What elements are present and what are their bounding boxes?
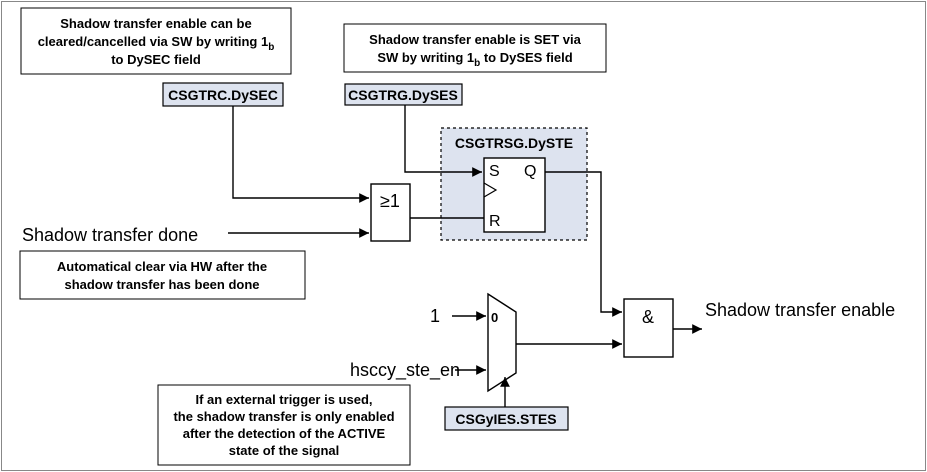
shadow-transfer-enable-label: Shadow transfer enable	[705, 300, 895, 320]
register-csgtrsg-label: CSGTRSG.DySTE	[455, 135, 573, 151]
register-csgtrg-label: CSGTRG.DySES	[348, 87, 458, 103]
trigger-note-box: If an external trigger is used, the shad…	[157, 384, 411, 466]
register-csgyies-label: CSGyIES.STES	[455, 411, 556, 427]
trigger-note-line-4: state of the signal	[229, 443, 340, 458]
trigger-note-line-2: the shadow transfer is only enabled	[173, 409, 394, 424]
multiplexer: 0	[487, 292, 517, 393]
sr-flipflop: S Q R	[483, 157, 546, 233]
flipflop-q-pin: Q	[524, 163, 536, 180]
mux-input-0-label: 0	[491, 310, 498, 325]
set-note-box: Shadow transfer enable is SET via SW by …	[343, 23, 607, 73]
wire-dysec-to-or	[232, 106, 369, 203]
and-gate-label: &	[642, 307, 654, 327]
flipflop-s-pin: S	[489, 163, 500, 180]
wires	[228, 105, 702, 407]
flipflop-r-pin: R	[489, 213, 501, 230]
wire-q-to-and	[545, 171, 622, 317]
constant-one-label: 1	[430, 306, 440, 326]
flipflop-clock-symbol	[483, 182, 498, 198]
clear-note-line-3: to DySEC field	[111, 52, 201, 67]
and-gate: &	[623, 298, 674, 358]
set-note-line-1: Shadow transfer enable is SET via	[369, 32, 581, 47]
clear-note-line-1: Shadow transfer enable can be	[60, 16, 251, 31]
hw-note-line-2: shadow transfer has been done	[64, 277, 259, 292]
wire-dyses-to-s	[404, 105, 482, 177]
shadow-transfer-done-label: Shadow transfer done	[22, 225, 198, 245]
register-csgtrc-label: CSGTRC.DySEC	[168, 87, 278, 103]
register-csgtrg: CSGTRG.DySES	[344, 83, 463, 106]
trigger-note-line-3: after the detection of the ACTIVE	[183, 426, 386, 441]
or-gate: ≥1	[370, 183, 411, 242]
register-csgtrc: CSGTRC.DySEC	[162, 82, 284, 107]
hw-note-line-1: Automatical clear via HW after the	[57, 259, 267, 274]
or-gate-label: ≥1	[380, 191, 400, 211]
set-note-line-2: SW by writing 1b to DySES field	[377, 50, 572, 69]
register-csgyies: CSGyIES.STES	[444, 406, 569, 431]
trigger-note-line-1: If an external trigger is used,	[196, 392, 373, 407]
clear-note-box: Shadow transfer enable can be cleared/ca…	[20, 7, 292, 75]
hw-note-box: Automatical clear via HW after the shado…	[19, 250, 306, 300]
hsccy-ste-en-label: hsccy_ste_en	[350, 360, 460, 381]
clear-note-line-2: cleared/cancelled via SW by writing 1b	[38, 34, 275, 53]
